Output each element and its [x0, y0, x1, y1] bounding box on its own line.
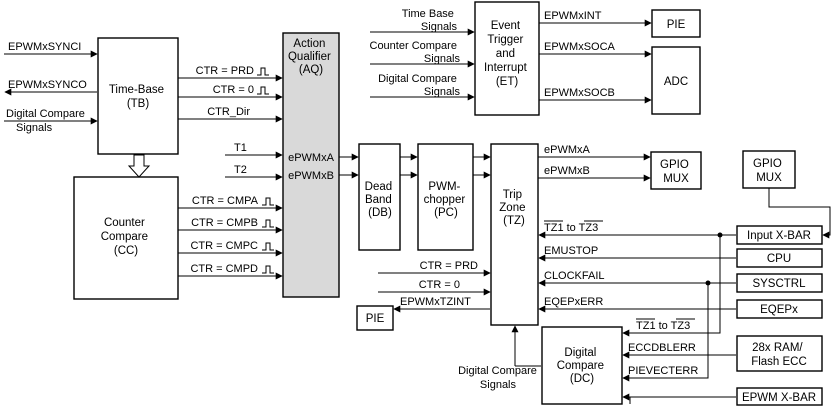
epwm-xbar-block — [736, 387, 823, 406]
tz-epwmb-label: ePWMxB — [544, 165, 590, 177]
dc-signals-left-label: Digital Compare Signals — [6, 108, 88, 134]
epwm-soca-label: EPWMxSOCA — [544, 41, 616, 53]
ctr-prd-label: CTR = PRD — [196, 65, 254, 77]
dc-signals-et-label: Digital Compare Signals — [378, 73, 460, 98]
cpu-label: CPU — [767, 253, 791, 265]
tb-signals-label: Time Base Signals — [402, 8, 458, 33]
ctr-dir-label: CTR_Dir — [207, 106, 250, 118]
pie-bottom-block — [356, 305, 394, 331]
trip-zone-label: Trip Zone (TZ) — [499, 189, 528, 227]
cc-signals-label: Counter Compare Signals — [370, 40, 461, 65]
pulse-icon — [262, 197, 274, 206]
ctr-cmpb-label: CTR = CMPB — [191, 217, 258, 229]
pulse-icon — [262, 265, 274, 274]
counter-compare-label: Counter Compare (CC) — [101, 217, 152, 257]
epwm-xbar-line — [629, 396, 736, 404]
pulse-icon — [257, 67, 269, 76]
gpio-mux-in-block — [742, 150, 796, 189]
emustop-label: EMUSTOP — [544, 245, 598, 257]
dead-band-label: Dead Band (DB) — [365, 181, 396, 219]
tz-ctr-0-label: CTR = 0 — [419, 279, 460, 291]
epwm-int-label: EPWMxINT — [544, 10, 602, 22]
dc-signals-bottom-label: Digital Compare Signals — [458, 365, 540, 391]
pwm-chopper-label: PWM- chopper (PC) — [424, 181, 469, 219]
ctr-cmpa-label: CTR = CMPA — [192, 195, 259, 207]
pievecterr-label: PIEVECTERR — [628, 365, 698, 377]
gpio-mux-out-block — [650, 151, 702, 190]
ram-ecc-block — [736, 335, 823, 372]
t1-label: T1 — [234, 142, 247, 154]
dc-tz1-tz3-label: TZ1 to TZ3 — [636, 320, 690, 332]
pie-top-block — [651, 9, 701, 38]
event-trigger-label: Event Trigger and Interrupt (ET) — [484, 20, 530, 88]
adc-label: ADC — [664, 76, 688, 88]
time-base-label: Time-Base (TB) — [109, 84, 167, 110]
digital-compare-block — [541, 326, 623, 405]
ram-ecc-label: 28x RAM/ Flash ECC — [751, 342, 807, 368]
eqepxerr-label: EQEPxERR — [544, 296, 603, 308]
pulse-icon — [262, 219, 274, 228]
gpio-mux-in-label: GPIO MUX — [753, 158, 785, 184]
aq-epwmb-label: ePWMxB — [288, 170, 334, 182]
pie-bottom-label: PIE — [366, 313, 385, 325]
sysctrl-dc-arrow — [622, 283, 709, 382]
tz-dc-arrow — [622, 326, 721, 337]
pwm-chopper-block — [417, 143, 474, 251]
action-qualifier-label: Action Qualifier (AQ) — [288, 38, 334, 76]
time-base-block — [97, 37, 179, 155]
sysctrl-label: SYSCTRL — [752, 278, 806, 290]
pulse-icon — [257, 86, 269, 95]
aq-epwma-label: ePWMxA — [288, 152, 335, 164]
pulse-icon — [262, 242, 274, 251]
cpu-block — [736, 248, 823, 268]
pie-top-label: PIE — [667, 19, 686, 31]
epwm-socb-label: EPWMxSOCB — [544, 87, 615, 99]
tb-to-cc-arrow — [127, 154, 151, 178]
clockfail-label: CLOCKFAIL — [544, 270, 605, 282]
tz-epwma-label: ePWMxA — [544, 144, 591, 156]
epwm-synco-label: EPWMxSYNCO — [8, 79, 87, 91]
tz-ctr-prd-label: CTR = PRD — [420, 260, 478, 272]
eqepx-block — [736, 299, 823, 319]
epwm-xbar-label: EPWM X-BAR — [742, 392, 816, 404]
digital-compare-label: Digital Compare (DC) — [557, 347, 608, 385]
dead-band-block — [358, 143, 401, 251]
ctr-cmpc-label: CTR = CMPC — [190, 240, 258, 252]
ctr-0-label: CTR = 0 — [213, 84, 254, 96]
tz1-tz3-label: TZ1 to TZ3 — [544, 222, 598, 234]
epwm-tzint-label: EPWMxTZINT — [400, 296, 471, 308]
eccdblerr-label: ECCDBLERR — [628, 342, 696, 354]
adc-block — [651, 46, 701, 115]
action-qualifier-block — [282, 32, 340, 298]
input-xbar-label: Input X-BAR — [747, 230, 811, 242]
trip-zone-block — [490, 143, 539, 326]
input-xbar-block — [736, 225, 823, 245]
t2-label: T2 — [234, 164, 247, 176]
ctr-cmpd-label: CTR = CMPD — [190, 263, 258, 275]
event-trigger-block — [474, 1, 540, 116]
counter-compare-block — [73, 176, 179, 300]
gpio-mux-out-label: GPIO MUX — [660, 159, 692, 185]
epwm-syncl-label: EPWMxSYNCI — [8, 41, 81, 53]
gpio-xbar-arrow — [768, 188, 831, 239]
eqepx-label: EQEPx — [760, 304, 798, 316]
sysctrl-block — [736, 273, 823, 293]
